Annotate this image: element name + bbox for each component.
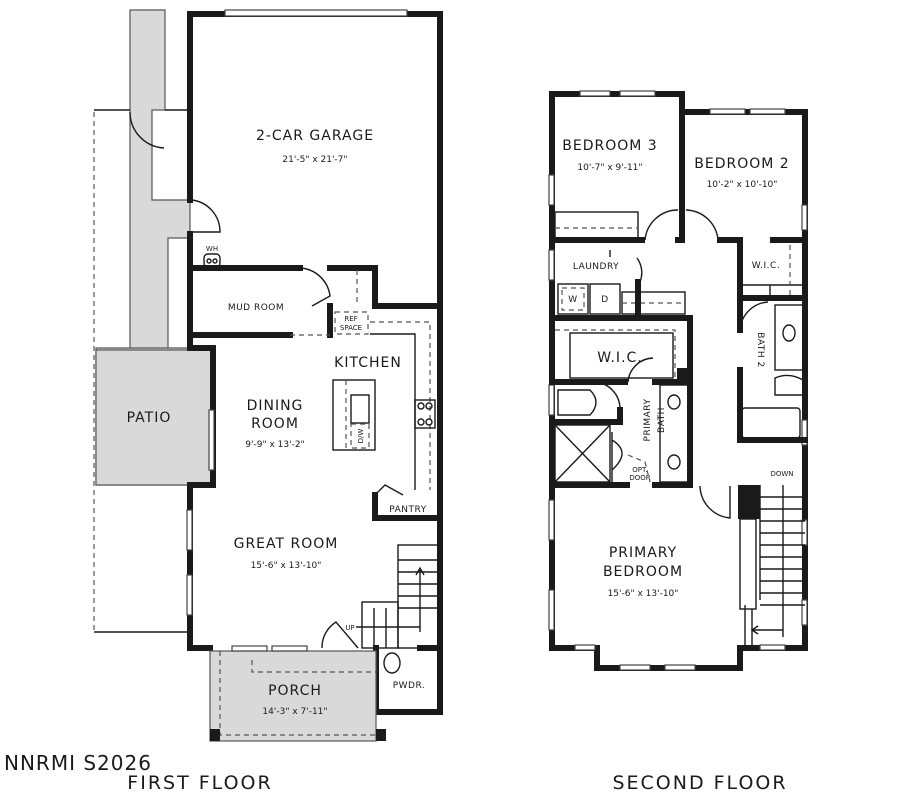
powder-room-label: PWDR. [393,681,426,691]
kitchen-island [332,379,376,451]
mls-watermark: NNRMI S2026 [4,751,152,775]
garage-side-door [191,199,221,233]
primary-toilet [557,389,597,416]
kitchen-label: KITCHEN [334,355,402,371]
svg-text:DOWN: DOWN [770,470,793,478]
dryer [589,283,621,315]
bath2-tub [741,407,801,439]
bath2-label: BATH 2 [755,332,765,367]
mud-room-label: MUD ROOM [228,303,284,313]
wic-secondary-label: W.I.C. [752,261,780,271]
stairs-up: UP [345,544,441,649]
patio [95,349,214,486]
svg-text:REF: REF [344,315,357,323]
pantry-label: PANTRY [389,505,426,515]
second-floor-plan: BEDROOM 3 10'-7" x 9'-11" BEDROOM 2 10'-… [548,90,808,671]
svg-text:UP: UP [345,624,354,632]
primary-bedroom-label: PRIMARY [609,545,677,561]
primary-bedroom-dims: 15'-6" x 13'-10" [608,589,679,599]
bath2-vanity [774,304,804,371]
pantry-wall [372,492,443,521]
laundry-label: LAUNDRY [573,262,619,272]
primary-wic-shelf [569,332,674,379]
svg-text:D: D [601,295,608,305]
mudroom-door [299,267,331,307]
bedroom2-door [685,209,719,241]
porch-dims: 14'-3" x 7'-11" [262,707,327,717]
svg-text:BEDROOM: BEDROOM [603,564,683,580]
svg-text:SPACE: SPACE [340,324,362,332]
washer [557,283,589,315]
first-floor-plan: WH MUD ROOM REF SPACE KITCHEN [93,9,443,742]
first-floor-title: FIRST FLOOR [127,772,272,794]
bath2-toilet [774,374,804,396]
dining-room-dims: 9'-9" x 13'-2" [245,440,304,450]
garage-door [224,9,408,17]
svg-text:OPT.: OPT. [632,466,647,474]
patio-label: PATIO [127,410,172,426]
porch-label: PORCH [268,683,322,699]
dishwasher [350,423,370,449]
great-room-dims: 15'-6" x 13'-10" [251,561,322,571]
water-heater-label: WH [206,245,218,253]
primary-bedroom-door [699,485,731,519]
great-room-label: GREAT ROOM [234,536,339,552]
sink [350,394,370,424]
svg-text:D/W: D/W [357,429,365,444]
svg-text:ROOM: ROOM [251,416,299,432]
garage-dims: 21'-5" x 21'-7" [282,155,347,165]
stairs-down: DOWN [738,470,805,645]
front-door [321,621,359,649]
bedroom2-dims: 10'-2" x 10'-10" [707,180,778,190]
garage-label: 2-CAR GARAGE [256,128,374,144]
bedroom3-label: BEDROOM 3 [562,138,657,154]
primary-bath-wall [549,379,693,486]
cooktop [414,399,436,429]
bedroom3-dims: 10'-7" x 9'-11" [577,163,642,173]
kitchen-counter [370,333,416,490]
gate-swing [129,111,165,149]
svg-text:W: W [568,295,577,305]
svg-text:DOOR: DOOR [629,474,650,482]
svg-text:BATH: BATH [657,407,667,433]
dining-room-label: DINING [247,398,304,414]
bedroom3-door [644,209,679,241]
bedroom2-label: BEDROOM 2 [694,156,789,172]
primary-bath-label: PRIMARY [643,399,653,442]
wic-primary-label: W.I.C. [597,350,643,366]
second-floor-title: SECOND FLOOR [612,772,787,794]
patio-slider [208,409,215,471]
toilet [383,652,401,674]
house-exterior-wall [187,332,216,651]
ref-space [334,311,369,335]
bedroom3-closet [554,211,639,241]
